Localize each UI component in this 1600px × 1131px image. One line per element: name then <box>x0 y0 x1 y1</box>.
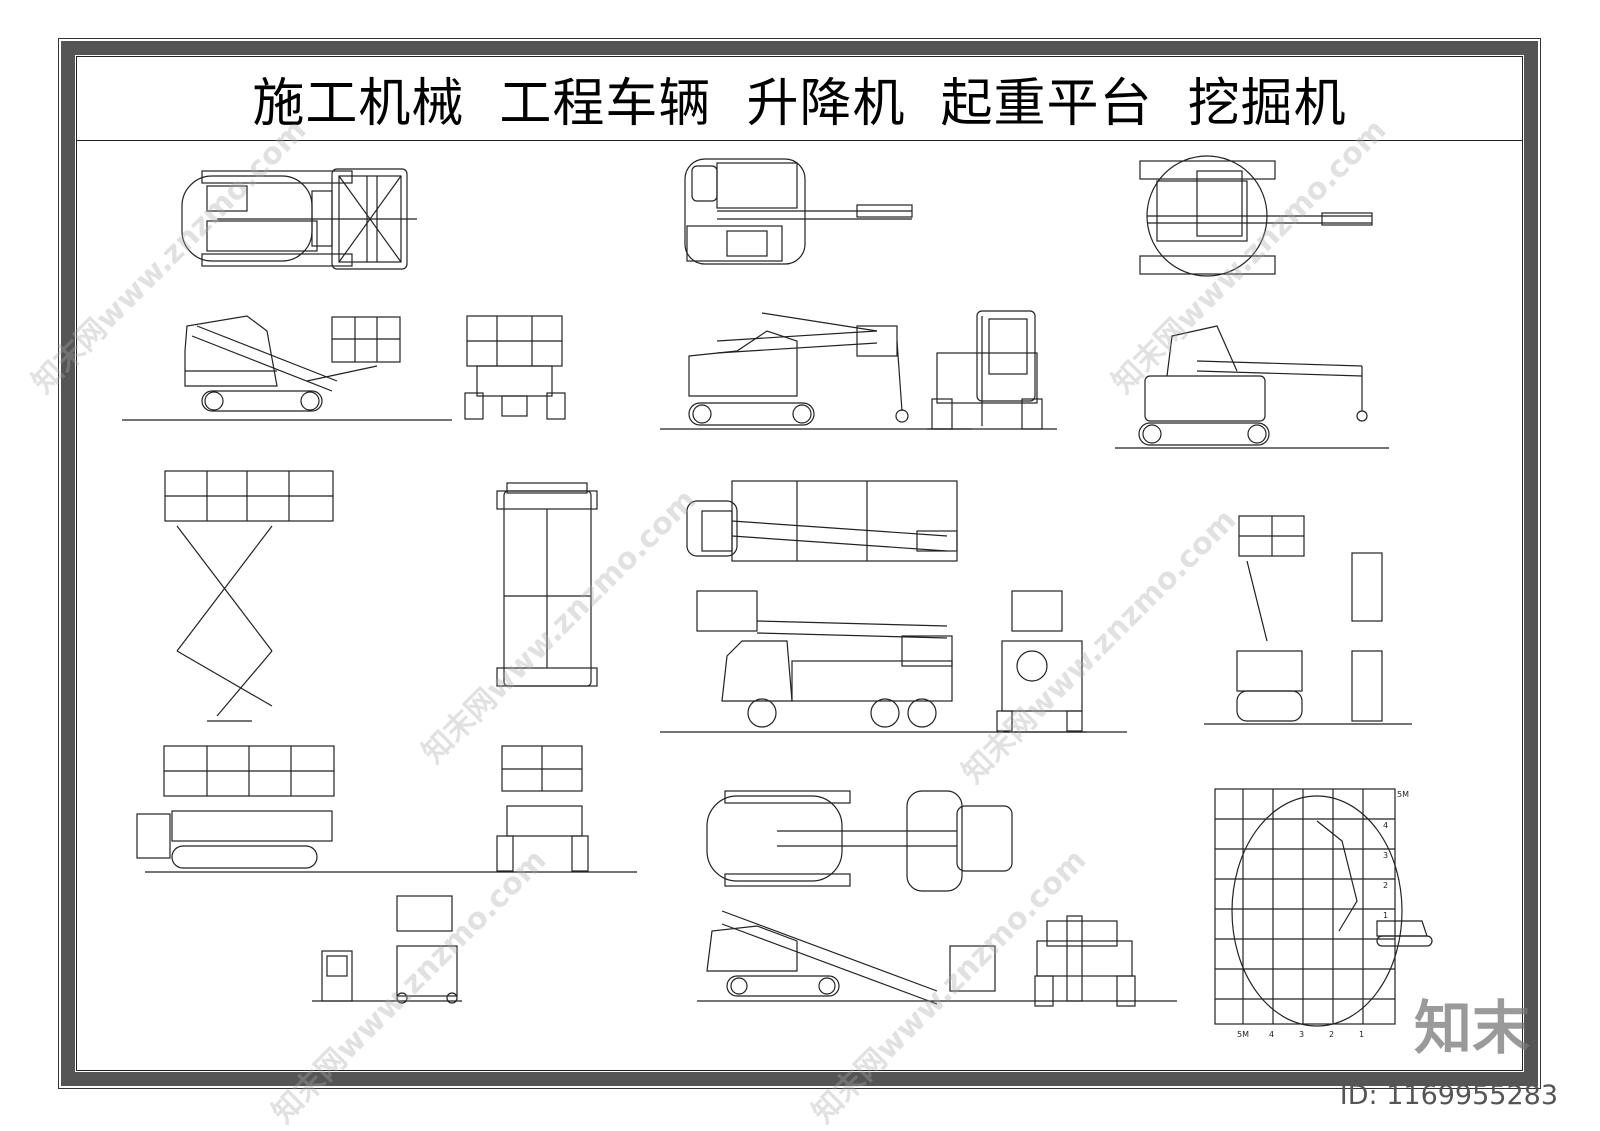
scissor-lift-stowed-side-view <box>136 745 637 873</box>
range-top-label: 5M <box>1397 790 1409 799</box>
drawing-frame-band <box>61 41 1538 1086</box>
telescopic-boom-rear-view <box>1034 915 1136 1007</box>
range-y-label-3: 3 <box>1383 851 1388 860</box>
range-x-label-3: 3 <box>1299 1030 1304 1039</box>
boom-truck-rear-view <box>996 590 1087 733</box>
crawler-crane-side-view <box>660 312 972 430</box>
title-bar: 施工机械 工程车辆 升降机 起重平台 挖掘机 <box>77 57 1522 141</box>
crawler-crane-plan-view <box>684 158 913 265</box>
drawing-frame-inner <box>76 56 1523 1071</box>
tracked-lift-side-view <box>122 315 452 421</box>
range-x-label-1: 1 <box>1359 1030 1364 1039</box>
mini-crane-plan-view <box>1139 155 1373 277</box>
drawing-frame-outer <box>58 38 1541 1089</box>
brand-logo: 知末 <box>1413 994 1530 1062</box>
range-y-label-2: 2 <box>1383 881 1388 890</box>
telescopic-boom-side-view <box>697 910 1177 1005</box>
range-y-label-1: 1 <box>1383 911 1388 920</box>
boom-truck-plan-view <box>686 480 958 562</box>
excavator-working-range: 5M 4 3 2 1 5M 4 3 2 1 <box>1214 788 1433 1039</box>
range-x-label-5m: 5M <box>1237 1030 1249 1039</box>
scissor-lift-raised-side-view <box>164 470 334 722</box>
range-y-label-4: 4 <box>1383 821 1388 830</box>
tracked-lift-plan-view <box>181 168 417 270</box>
mini-crane-side-view <box>1115 325 1389 449</box>
telescopic-boom-plan-view <box>706 790 1013 892</box>
crawler-crane-rear-view <box>927 310 1057 430</box>
sheet-title: 施工机械 工程车辆 升降机 起重平台 挖掘机 <box>252 74 1347 134</box>
scissor-lift-stowed-front-view <box>496 745 589 872</box>
tracked-lift-front-view <box>464 315 566 420</box>
range-x-label-2: 2 <box>1329 1030 1334 1039</box>
drawing-area: 5M 4 3 2 1 5M 4 3 2 1 <box>77 141 1522 1070</box>
vertical-mast-lift <box>312 895 462 1004</box>
image-id-label: ID: 1169955283 <box>1339 1080 1558 1111</box>
range-x-label-4: 4 <box>1269 1030 1274 1039</box>
boom-truck-side-view <box>660 590 1127 733</box>
compact-tracked-lift <box>1204 515 1412 725</box>
scissor-lift-plan-view <box>496 482 598 687</box>
